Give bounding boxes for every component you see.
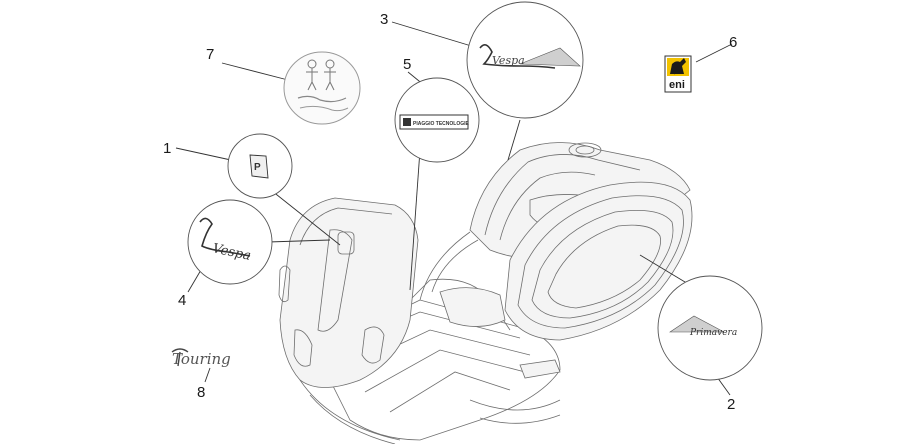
svg-text:P: P — [254, 162, 261, 173]
callout-2: 2 — [727, 396, 736, 413]
decal-6-eni-logo: eni — [664, 55, 692, 93]
decal-3-vespa-triangle: Vespa — [479, 44, 581, 69]
callout-6: 6 — [729, 34, 738, 51]
callout-1: 1 — [163, 140, 172, 157]
eni-text: eni — [669, 79, 685, 91]
callout-8: 8 — [197, 384, 206, 401]
vespa-triangle-text: Vespa — [492, 54, 525, 67]
decal-8-touring-script: Touring — [171, 348, 231, 368]
detail-circle-4 — [187, 199, 273, 285]
decal-1-badge: P — [249, 154, 269, 179]
decal-7-sticker — [283, 51, 361, 125]
piaggio-label-text: PIAGGIO TECNOLOGIE — [413, 121, 470, 127]
touring-script-text: Touring — [172, 350, 231, 368]
decal-5-piaggio-label: PIAGGIO TECNOLOGIE — [399, 114, 470, 130]
scooter-body — [278, 142, 693, 444]
callout-4: 4 — [178, 292, 187, 309]
callout-7: 7 — [206, 46, 215, 63]
callout-5: 5 — [403, 56, 412, 73]
detail-circle-3 — [466, 1, 584, 119]
callout-3: 3 — [380, 11, 389, 28]
detail-circles — [187, 1, 763, 381]
primavera-text: Primavera — [689, 328, 737, 338]
decal-2-primavera: Primavera — [669, 315, 737, 338]
